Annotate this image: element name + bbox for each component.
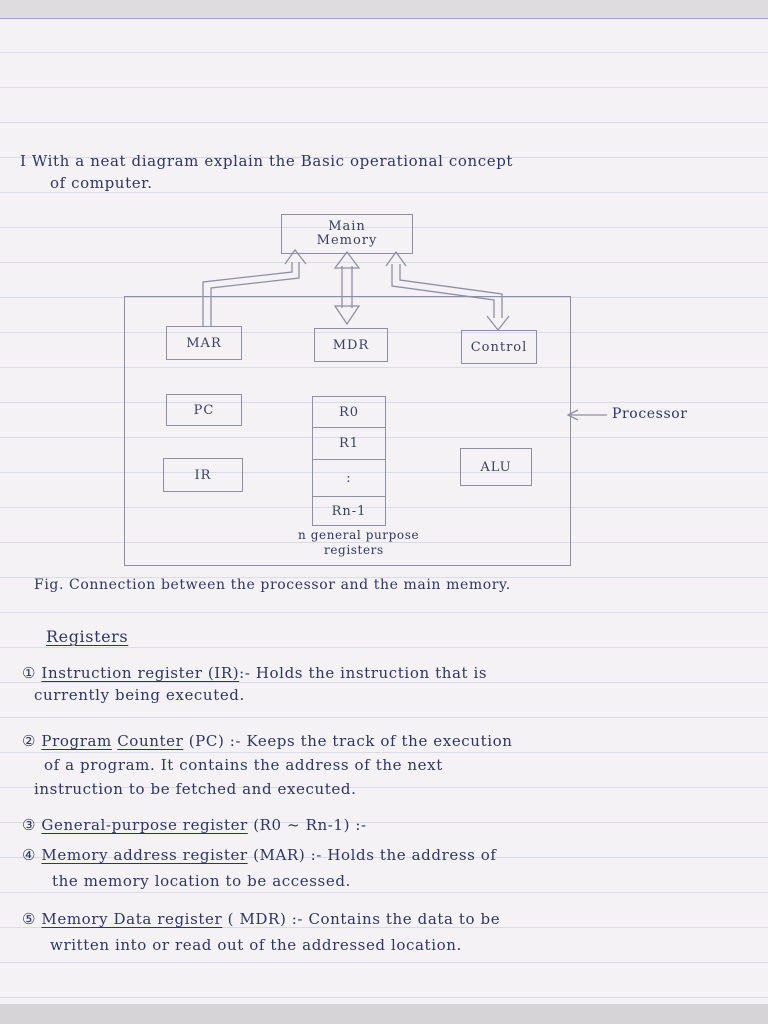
mdr-box: MDR (314, 328, 388, 362)
figure-caption: Fig. Connection between the processor an… (34, 577, 511, 593)
item-3: ③ General-purpose register (R0 ~ Rn-1) :… (22, 816, 367, 834)
pc-box: PC (166, 394, 242, 426)
notebook-page (0, 18, 768, 1004)
pc-label: PC (193, 402, 215, 418)
register-r0: R0 (312, 396, 386, 428)
item-3-title: General-purpose register (41, 816, 248, 834)
item-4-number: ④ (22, 846, 42, 864)
page-top-rule (0, 18, 768, 19)
processor-label: Processor (612, 406, 688, 422)
item-1-cont: currently being executed. (34, 686, 245, 704)
control-label: Control (470, 339, 528, 355)
item-4-title: Memory address register (41, 846, 248, 864)
registers-heading: Registers (46, 627, 129, 646)
mdr-label: MDR (332, 337, 370, 353)
item-1-number: ① (22, 664, 42, 682)
r0-label: R0 (338, 404, 360, 420)
mar-box: MAR (166, 326, 242, 360)
rn1-label: Rn-1 (331, 503, 367, 519)
item-5-cont: written into or read out of the addresse… (50, 936, 462, 954)
item-5-title: Memory Data register (41, 910, 223, 928)
item-3-text: (R0 ~ Rn-1) :- (253, 816, 367, 834)
item-2-cont-2: instruction to be fetched and executed. (34, 780, 357, 798)
top-border (0, 0, 768, 18)
item-4-cont: the memory location to be accessed. (52, 872, 351, 890)
alu-label: ALU (480, 459, 512, 475)
question-line-2: of computer. (50, 174, 153, 192)
ir-label: IR (194, 467, 212, 483)
processor-frame (124, 296, 571, 566)
ir-box: IR (163, 458, 243, 492)
main-memory-label-1: Main (328, 219, 366, 234)
item-1: ① Instruction register (IR):- Holds the … (22, 664, 487, 682)
item-4: ④ Memory address register (MAR) :- Holds… (22, 846, 497, 864)
registers-caption-2: registers (324, 543, 384, 557)
item-1-title: Instruction register (IR) (41, 664, 240, 682)
item-2-title: Program (41, 732, 112, 750)
item-5-text: ( MDR) :- Contains the data to be (227, 910, 501, 928)
dots-label: : (346, 470, 352, 486)
registers-caption-1: n general purpose (298, 528, 420, 542)
bottom-border (0, 1004, 768, 1024)
register-dots: : (312, 459, 386, 497)
item-1-text: :- Holds the instruction that is (239, 664, 488, 682)
control-box: Control (461, 330, 537, 364)
mar-label: MAR (186, 335, 222, 351)
register-rn-1: Rn-1 (312, 496, 386, 526)
item-2: ② Program Counter (PC) :- Keeps the trac… (22, 732, 512, 750)
register-r1: R1 (312, 427, 386, 460)
item-5-number: ⑤ (22, 910, 42, 928)
main-memory-box: Main Memory (281, 214, 413, 254)
item-2-cont-1: of a program. It contains the address of… (44, 756, 443, 774)
alu-box: ALU (460, 448, 532, 486)
item-3-number: ③ (22, 816, 42, 834)
main-memory-label-2: Memory (316, 233, 378, 248)
r1-label: R1 (338, 436, 360, 451)
item-4-text: (MAR) :- Holds the address of (253, 846, 497, 864)
item-2-text: (PC) :- Keeps the track of the execution (188, 732, 513, 750)
question-line-1: Ⅰ With a neat diagram explain the Basic … (20, 152, 514, 170)
item-5: ⑤ Memory Data register ( MDR) :- Contain… (22, 910, 500, 928)
item-2-number: ② (22, 732, 42, 750)
item-2-title-2: Counter (117, 732, 184, 750)
